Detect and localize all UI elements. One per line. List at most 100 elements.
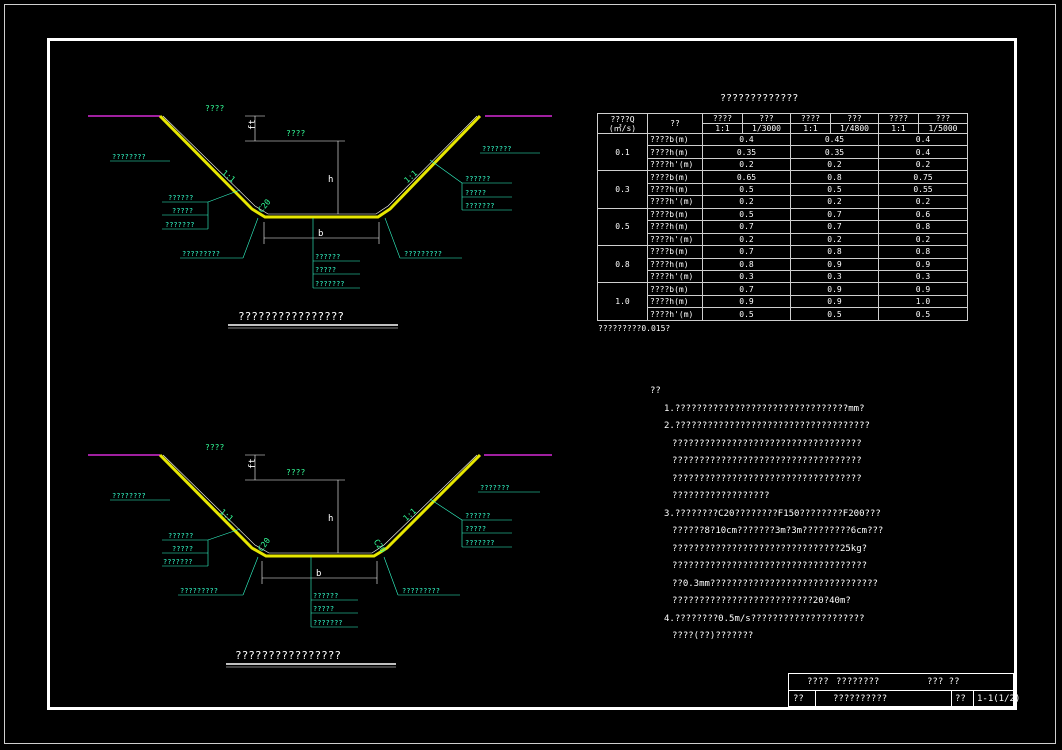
- param-value: 0.2: [702, 157, 791, 172]
- title-block-r2-c: ??: [955, 694, 966, 704]
- param-value: 0.35: [790, 145, 879, 159]
- param-value: 0.8: [878, 245, 968, 259]
- header2-col-1: 1/3000: [742, 123, 791, 134]
- note-line: ??0.3mm???????????????????????????????: [672, 578, 878, 589]
- section-1-bottom-width-label: b: [318, 229, 323, 239]
- param-name: ????h(m): [647, 294, 703, 309]
- title-block: ???? ???????? ??? ?? ?? ?????????? ?? 1-…: [788, 673, 1020, 707]
- header-col-5: ???: [830, 113, 879, 124]
- section-2-bottom-width-label: b: [316, 569, 321, 579]
- section-1-left-note-2: ?????: [172, 207, 193, 215]
- param-value: 0.2: [878, 157, 968, 172]
- section-1-channel-lining: [158, 114, 482, 219]
- note-line: 4.????????0.5m/s?????????????????????: [664, 613, 865, 624]
- section-2-bottom-note-3: ???????: [313, 619, 343, 627]
- note-line: ????????????????????????????????????: [672, 561, 868, 571]
- param-value: 0.45: [790, 132, 879, 147]
- param-value: 0.2: [790, 157, 879, 172]
- param-name: ????h'(m): [647, 269, 703, 284]
- title-block-r1-b: ????????: [836, 677, 880, 687]
- section-1-bottom-left-callout: ?????????: [182, 250, 220, 258]
- param-name: ????b(m): [647, 245, 703, 259]
- section-1-bottom-note-3: ???????: [315, 280, 345, 288]
- note-line: ??????????????????: [672, 491, 770, 501]
- section-2-channel-lining: [158, 453, 482, 558]
- param-value: 0.3: [702, 269, 791, 284]
- param-value: 0.2: [878, 232, 968, 247]
- section-2: ???? ???? ft h b 1:1 1:1 C20 C20 ???????…: [88, 443, 552, 668]
- section-1-title: ????????????????: [238, 310, 344, 323]
- param-value: 0.5: [702, 207, 791, 222]
- param-value: 0.2: [702, 195, 791, 209]
- section-1-freeboard-label: ft: [248, 119, 258, 130]
- header2-col-2: 1:1: [790, 123, 831, 134]
- header-col-6: ????: [878, 113, 919, 124]
- section-2-water-label-mid: ????: [286, 468, 305, 477]
- section-1-depth-label: h: [328, 175, 333, 185]
- flow-value: 0.1: [597, 132, 648, 172]
- param-value: 0.7: [790, 220, 879, 234]
- title-block-r2-a: ??: [793, 694, 804, 704]
- param-name: ????h'(m): [647, 157, 703, 172]
- drawing-outer-border: [4, 4, 1056, 744]
- header-flow: ????Q (㎡/s): [597, 113, 648, 134]
- param-name: ????b(m): [647, 132, 703, 147]
- table-title: ?????????????: [720, 93, 799, 104]
- param-name: ????h'(m): [647, 307, 703, 321]
- header2-col-3: 1/4800: [830, 123, 879, 134]
- param-value: 0.5: [790, 182, 879, 197]
- param-value: 0.7: [702, 220, 791, 234]
- section-1-bottom-note-2: ?????: [315, 266, 336, 274]
- section-1-bottom-right-callout: ?????????: [404, 250, 442, 258]
- param-value: 0.2: [878, 195, 968, 209]
- section-2-left-note-2: ?????: [172, 545, 193, 553]
- note-line: ???????????????????????????????????: [672, 438, 862, 449]
- section-2-bottom-note-1: ??????: [313, 592, 338, 600]
- section-1-water-label-left: ????: [205, 104, 224, 113]
- header2-col-0: 1:1: [702, 123, 743, 134]
- param-value: 1.0: [878, 294, 968, 309]
- section-1-slope-left: 1:1: [220, 168, 237, 184]
- section-2-right-ground-label: ???????: [480, 484, 510, 492]
- header-col-4: ????: [790, 113, 831, 124]
- param-value: 0.7: [790, 207, 879, 222]
- param-name: ????h'(m): [647, 232, 703, 247]
- title-block-r2-d: 1-1(1/2): [977, 694, 1021, 704]
- notes-heading: ??: [650, 386, 661, 396]
- param-value: 0.6: [878, 207, 968, 222]
- param-value: 0.4: [878, 145, 968, 159]
- header-col-2: ????: [702, 113, 743, 124]
- note-line: 2.????????????????????????????????????: [664, 421, 870, 431]
- section-1-water-label-mid: ????: [286, 129, 305, 138]
- title-block-r2-b: ??????????: [833, 694, 888, 704]
- flow-value: 1.0: [597, 282, 648, 321]
- note-line: 3.????????C20????????F150????????F200???: [664, 508, 881, 519]
- param-value: 0.2: [790, 232, 879, 247]
- param-value: 0.4: [702, 132, 791, 147]
- section-2-lining-label-left: C20: [256, 536, 272, 553]
- drawing-inner-border: [47, 38, 1017, 710]
- section-1-bottom-note-1: ??????: [315, 253, 340, 261]
- param-value: 0.9: [790, 294, 879, 309]
- param-value: 0.5: [702, 182, 791, 197]
- section-1-right-note-2: ?????: [465, 189, 486, 197]
- param-value: 0.3: [878, 269, 968, 284]
- note-line: ??????????????????????????20?40m?: [672, 596, 851, 606]
- section-2-right-note-1: ??????: [465, 512, 490, 520]
- section-2-title: ????????????????: [235, 649, 341, 662]
- section-2-bottom-right-callout: ?????????: [402, 587, 440, 595]
- section-2-left-note-3: ???????: [163, 558, 193, 566]
- section-2-slope-left: 1:1: [218, 507, 235, 523]
- param-value: 0.8: [878, 220, 968, 234]
- param-value: 0.3: [790, 269, 879, 284]
- section-1-left-note-3: ???????: [165, 221, 195, 229]
- param-value: 0.9: [790, 282, 879, 296]
- param-name: ????b(m): [647, 282, 703, 296]
